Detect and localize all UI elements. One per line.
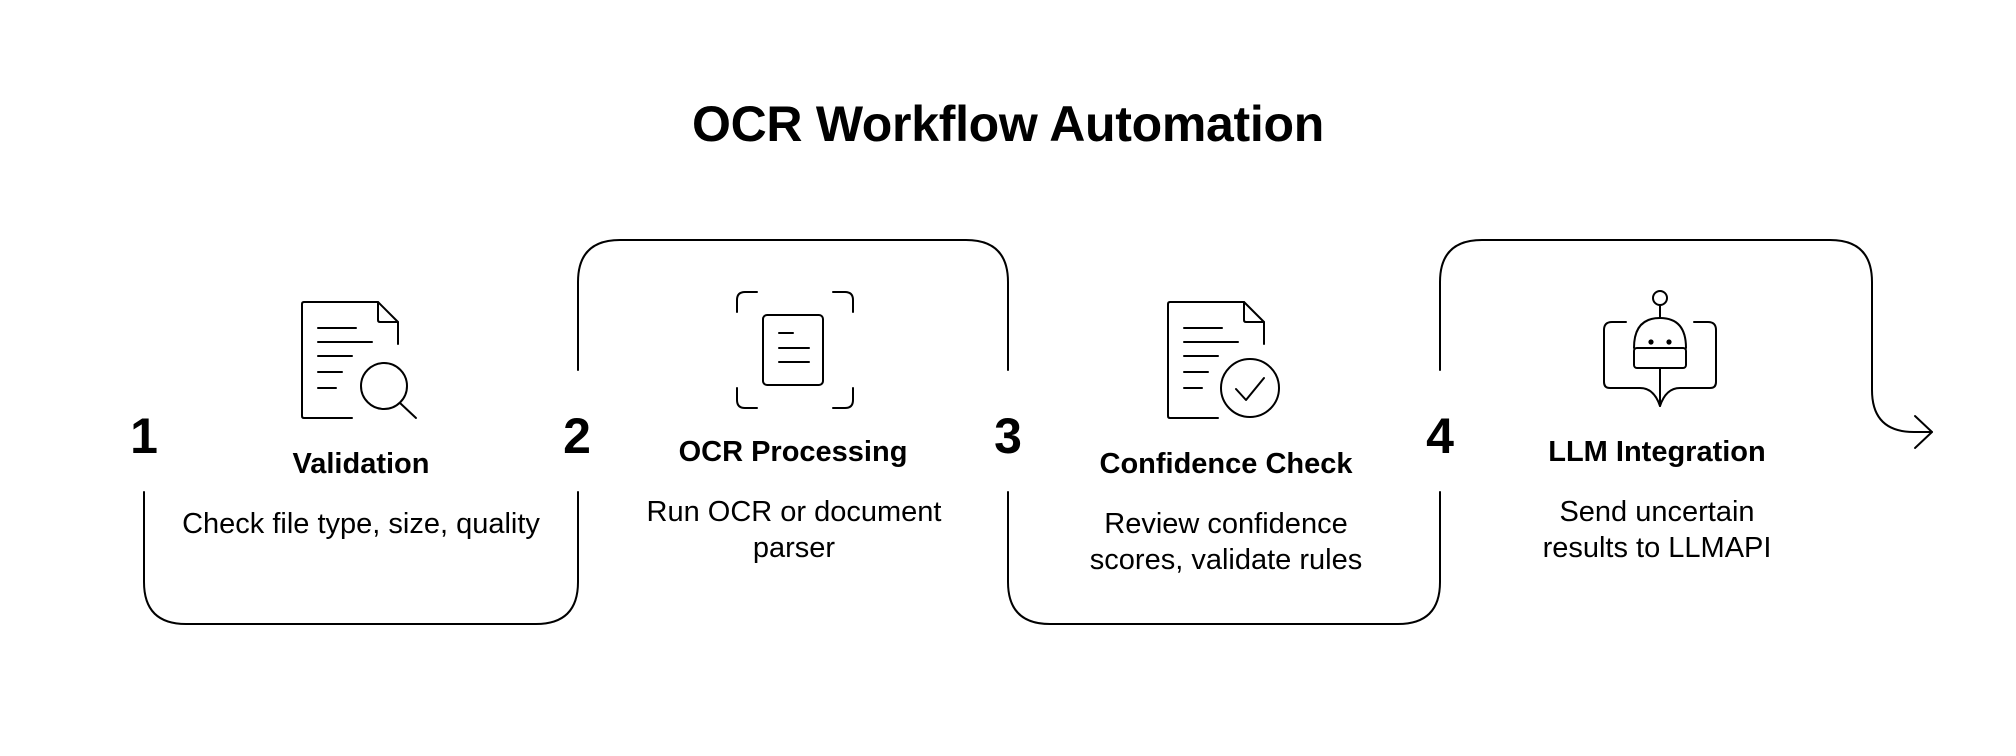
step-number-4: 4 [1426,408,1454,464]
step-number-3: 3 [994,408,1022,464]
step-title-validation: Validation [292,448,430,480]
document-check-icon [1167,301,1280,419]
step-description-llm-integration: Send uncertain results to LLMAPI [1542,496,1772,565]
step-number-1: 1 [130,408,158,464]
step-title-llm-integration: LLM Integration [1548,436,1766,468]
step-description-ocr-processing: Run OCR or document parser [646,496,942,565]
step-description-confidence-check: Review confidence scores, validate rules [1089,508,1363,577]
connector-step-2 [577,239,1009,371]
document-search-icon [301,301,417,419]
step-title-confidence-check: Confidence Check [1099,448,1353,480]
connector-step-3 [1007,491,1441,625]
page-title: OCR Workflow Automation [692,96,1324,152]
arrow-right-icon [1914,415,1933,449]
step-description-validation: Check file type, size, quality [182,508,540,540]
step-title-ocr-processing: OCR Processing [678,436,908,468]
step-number-2: 2 [563,408,591,464]
connector-step-1 [143,491,579,625]
robot-book-icon [1603,290,1717,407]
document-scan-icon [736,291,854,409]
connector-step-4 [1439,239,1933,433]
